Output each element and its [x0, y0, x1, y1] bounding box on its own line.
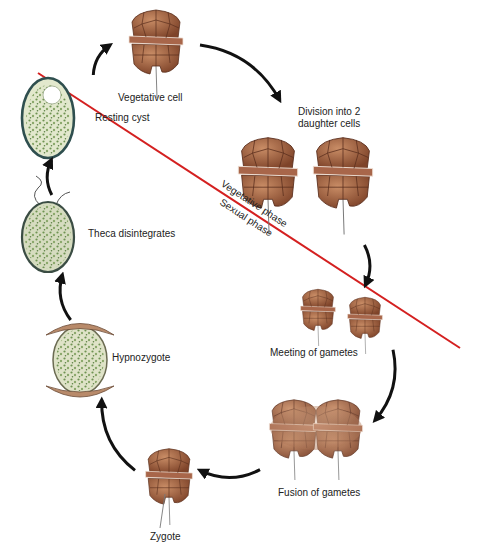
flagellum	[34, 176, 41, 205]
cyst-granules	[25, 205, 71, 269]
stage-label: Meeting of gametes	[270, 347, 390, 359]
cyst-granules	[56, 329, 104, 391]
stage-label: Resting cyst	[95, 112, 159, 124]
daughter-cell-drawing	[313, 138, 372, 235]
flagellum	[56, 192, 70, 205]
cycle-arrow	[200, 470, 260, 478]
stage-node: Zygote	[135, 440, 200, 545]
cyst-vacuole	[43, 86, 61, 104]
stage-label: Hypnozygote	[112, 352, 180, 364]
stage-node: Fusion of gametes	[260, 395, 375, 500]
resting-cyst-drawing	[22, 78, 74, 158]
flagellum	[160, 494, 165, 528]
gamete-drawing	[301, 289, 336, 346]
fusion-tint	[270, 406, 362, 450]
cyst-body	[53, 326, 107, 394]
cyst-body	[22, 202, 74, 272]
cycle-arrow	[47, 160, 52, 195]
fusion-drawing	[269, 400, 362, 480]
cyst-granules	[26, 85, 70, 155]
cycle-arrow	[200, 45, 280, 100]
cycle-arrow	[375, 350, 395, 421]
cycle-arrow	[102, 400, 135, 470]
stage-node: Meeting of gametes	[268, 285, 393, 363]
zygote-drawing	[146, 449, 193, 525]
stage-label: Zygote	[150, 531, 200, 543]
stage-label: Vegetative cell	[118, 92, 200, 104]
stage-label: Theca disintegrates	[88, 228, 188, 240]
cycle-arrow	[364, 245, 370, 285]
cycle-arrow	[93, 45, 110, 75]
theca-half	[46, 386, 114, 397]
stage-label: Fusion of gametes	[278, 487, 375, 499]
cyst-body	[22, 78, 74, 158]
vegetative-cell-drawing	[129, 10, 183, 98]
stage-node: Resting cyst	[15, 75, 160, 160]
cycle-arrow	[60, 275, 71, 320]
stage-label: Division into 2 daughter cells	[298, 106, 386, 130]
gamete-drawing	[348, 297, 383, 354]
phase-divider	[38, 73, 460, 348]
hypnozygote-drawing	[46, 324, 114, 398]
stage-node: Vegetative cell	[110, 5, 200, 105]
stage-node: Hypnozygote	[45, 320, 180, 400]
theca-half	[46, 324, 114, 336]
theca-disintegrates-drawing	[22, 176, 74, 272]
stage-node: Theca disintegrates	[15, 195, 190, 275]
